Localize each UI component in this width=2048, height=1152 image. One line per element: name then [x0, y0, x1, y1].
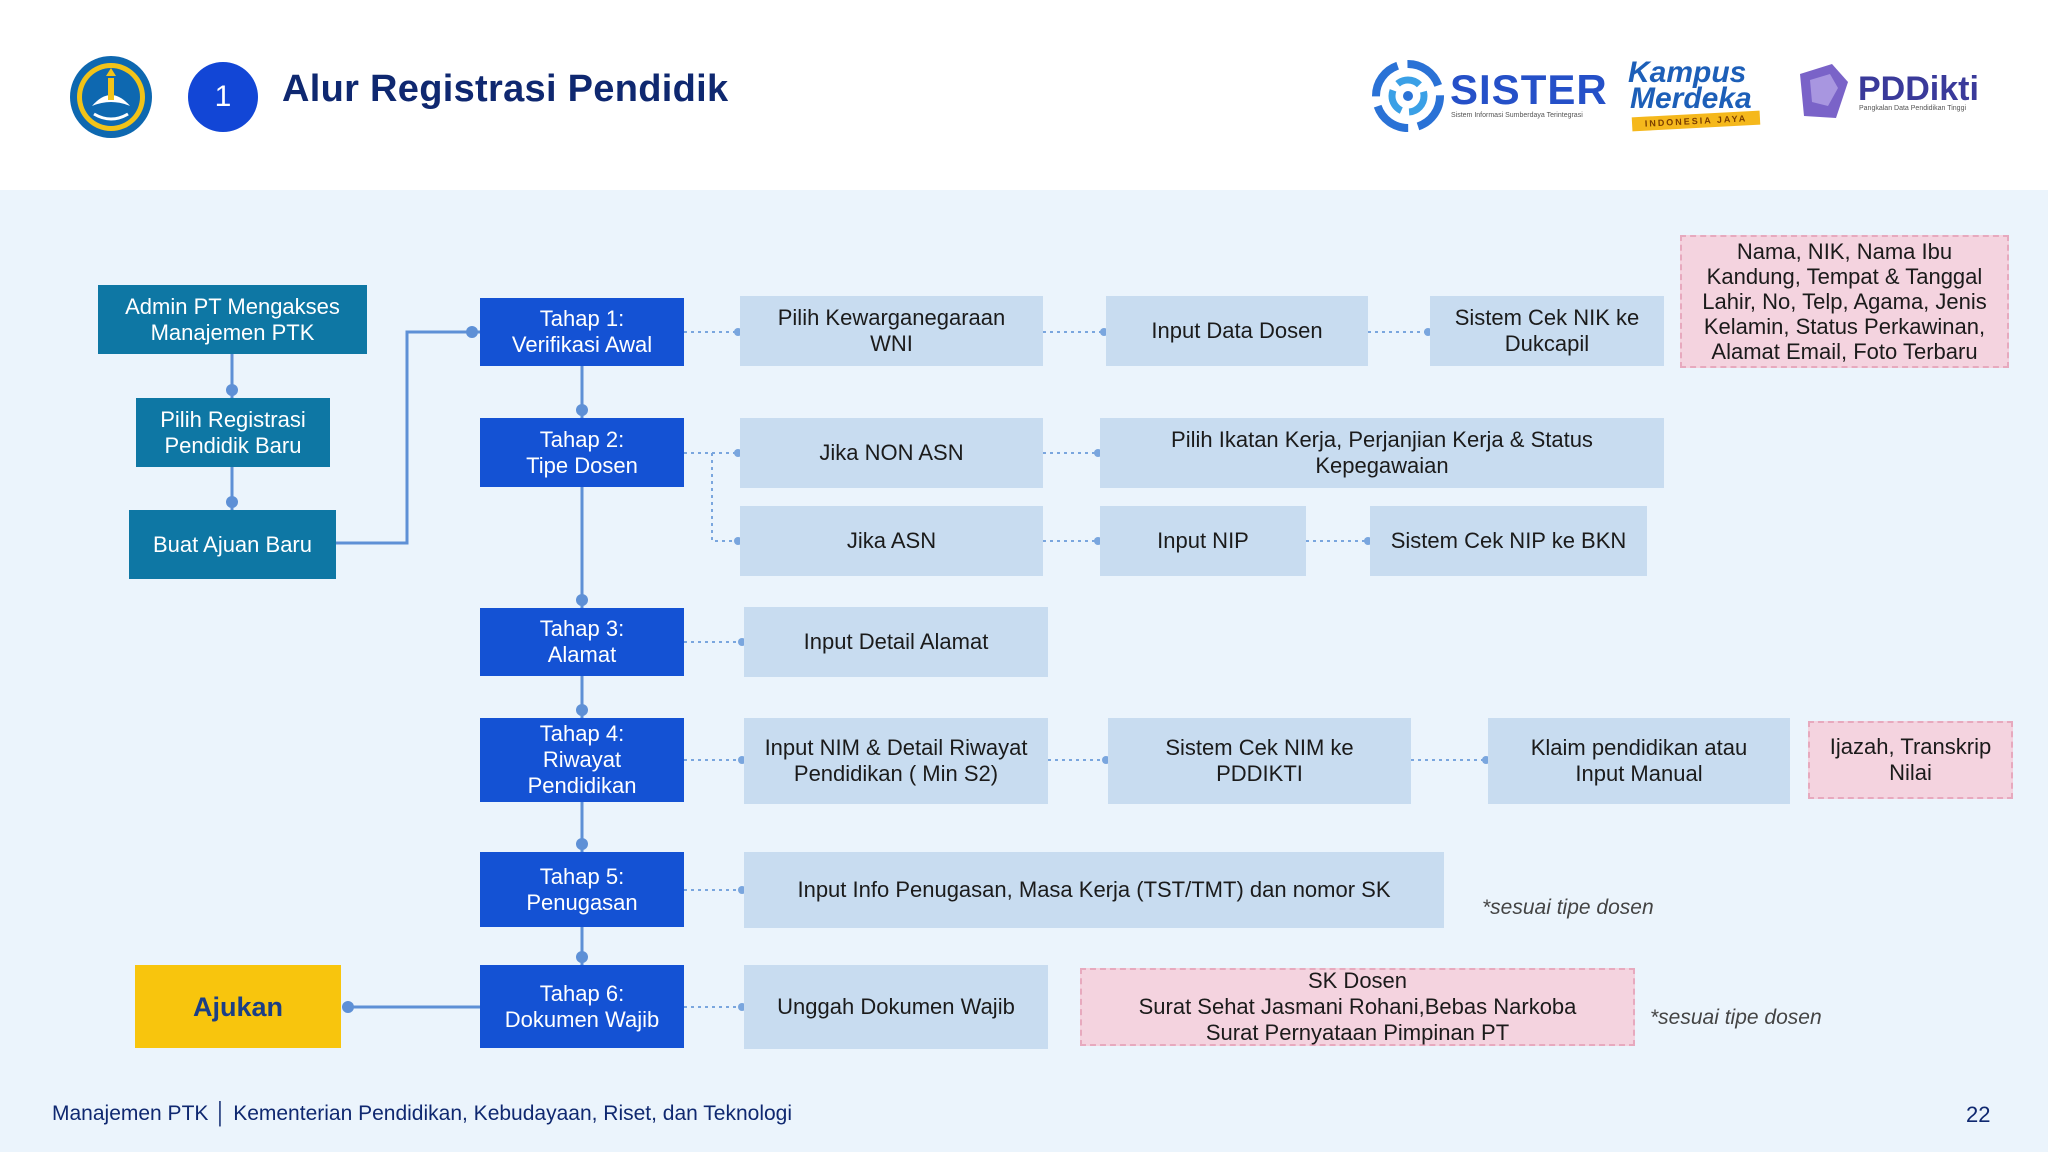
stage-1-box: Tahap 1: Verifikasi Awal	[480, 298, 684, 366]
required-documents-note: SK Dosen Surat Sehat Jasmani Rohani,Beba…	[1080, 968, 1635, 1046]
pddikti-logo-icon	[1800, 64, 1848, 118]
select-citizenship-box: Pilih Kewarganegaraan WNI	[740, 296, 1043, 366]
step-number-badge: 1	[188, 62, 258, 132]
stage-6-box: Tahap 6: Dokumen Wajib	[480, 965, 684, 1048]
ministry-emblem-icon	[70, 56, 152, 138]
admin-access-box: Admin PT Mengakses Manajemen PTK	[98, 285, 367, 354]
input-lecturer-data-box: Input Data Dosen	[1106, 296, 1368, 366]
sister-logo-icon	[1372, 60, 1444, 132]
nik-check-box: Sistem Cek NIK ke Dukcapil	[1430, 296, 1664, 366]
pddikti-tagline: Pangkalan Data Pendidikan Tinggi	[1859, 105, 1967, 112]
input-address-box: Input Detail Alamat	[744, 607, 1048, 677]
input-nim-box: Input NIM & Detail Riwayat Pendidikan ( …	[744, 718, 1048, 804]
lecturer-type-note-2: *sesuai tipe dosen	[1650, 1006, 1822, 1029]
lecturer-type-note-1: *sesuai tipe dosen	[1482, 896, 1654, 919]
create-submission-box: Buat Ajuan Baru	[129, 510, 336, 579]
personal-data-note: Nama, NIK, Nama Ibu Kandung, Tempat & Ta…	[1680, 235, 2009, 368]
input-nip-box: Input NIP	[1100, 506, 1306, 576]
upload-documents-box: Unggah Dokumen Wajib	[744, 965, 1048, 1049]
stage-3-box: Tahap 3: Alamat	[480, 608, 684, 676]
non-asn-box: Jika NON ASN	[740, 418, 1043, 488]
kampus-logo-line1: Kampus	[1628, 56, 1747, 89]
diploma-note: Ijazah, Transkrip Nilai	[1808, 721, 2013, 799]
claim-education-box: Klaim pendidikan atau Input Manual	[1488, 718, 1790, 804]
stage-2-box: Tahap 2: Tipe Dosen	[480, 418, 684, 487]
submit-box: Ajukan	[135, 965, 341, 1048]
stage-5-box: Tahap 5: Penugasan	[480, 852, 684, 927]
page-title: Alur Registrasi Pendidik	[282, 68, 729, 110]
footer-text: Manajemen PTK │ Kementerian Pendidikan, …	[52, 1102, 793, 1125]
assignment-info-box: Input Info Penugasan, Masa Kerja (TST/TM…	[744, 852, 1444, 928]
select-registration-box: Pilih Registrasi Pendidik Baru	[136, 398, 330, 467]
sister-logo-text: SISTER	[1450, 66, 1608, 113]
asn-box: Jika ASN	[740, 506, 1043, 576]
nip-check-box: Sistem Cek NIP ke BKN	[1370, 506, 1647, 576]
stage-4-box: Tahap 4: Riwayat Pendidikan	[480, 718, 684, 802]
header	[0, 0, 2048, 190]
nim-check-box: Sistem Cek NIM ke PDDIKTI	[1108, 718, 1411, 804]
page-number: 22	[1966, 1102, 1991, 1127]
pddikti-logo-text: PDDikti	[1858, 70, 1979, 108]
kampus-logo-line2: Merdeka	[1630, 82, 1752, 115]
employment-status-box: Pilih Ikatan Kerja, Perjanjian Kerja & S…	[1100, 418, 1664, 488]
sister-tagline: Sistem Informasi Sumberdaya Terintegrasi	[1451, 112, 1583, 119]
